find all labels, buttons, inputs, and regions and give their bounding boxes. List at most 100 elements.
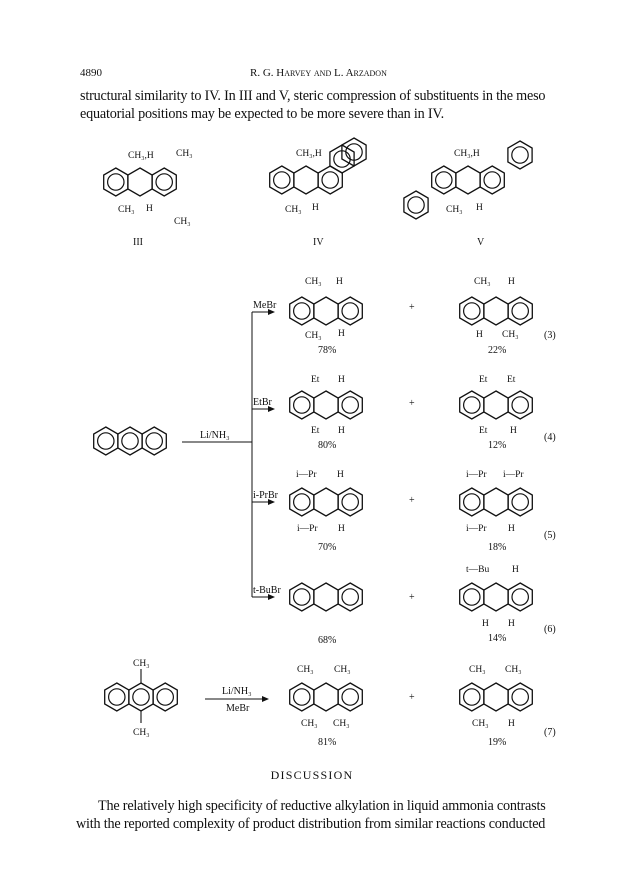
compound-label-iv: IV (313, 237, 324, 248)
product-3a (290, 297, 363, 325)
yield-3b: 22% (488, 345, 506, 356)
p7b-bot-h: H (508, 719, 515, 729)
reagent-etbr: EtBr (253, 397, 273, 408)
reagent-tbubr: t-BuBr (253, 585, 281, 596)
yield-4b: 12% (488, 440, 506, 451)
p5a-bot: i—Pr (297, 524, 318, 534)
equation-number-6: (6) (544, 624, 556, 635)
v-bot-label: CH₃ (446, 205, 463, 215)
plus-6: + (409, 592, 415, 603)
p5b-top: i—Pr (466, 470, 487, 480)
product-7b (460, 683, 533, 711)
discussion-line-2: with the reported complexity of product … (76, 816, 546, 832)
p7a-top: CH₃ (297, 665, 314, 675)
reagent-mebr: MeBr (253, 300, 277, 311)
iv-bot-h-label: H (312, 203, 319, 213)
reagent-iprbr: i-PrBr (253, 490, 279, 501)
discussion-paragraph: The relatively high specificity of reduc… (76, 797, 556, 833)
p6b-top: t—Bu (466, 565, 489, 575)
p6b-bot-h: H (508, 619, 515, 629)
sm7-top: CH₃ (133, 659, 150, 669)
yield-6a: 68% (318, 635, 336, 646)
iii-bot-label-2: CH₃ (174, 217, 191, 227)
anthracene-starting-material (94, 427, 167, 455)
product-4a (290, 391, 363, 419)
p7a-bot-2: CH₃ (333, 719, 350, 729)
yield-3a: 78% (318, 345, 336, 356)
p3a-top: CH₃ (305, 277, 322, 287)
p7b-bot: CH₃ (472, 719, 489, 729)
iii-top-label-2: CH₃ (176, 149, 193, 159)
intro-line-1: structural similarity to IV. In III and … (80, 88, 546, 104)
yield-6b: 14% (488, 633, 506, 644)
p4a-bot-h: H (338, 426, 345, 436)
page-number: 4890 (80, 67, 102, 79)
compound-iv (270, 137, 367, 194)
yield-7b: 19% (488, 737, 506, 748)
product-6b (460, 583, 533, 611)
plus-3: + (409, 302, 415, 313)
yield-7a: 81% (318, 737, 336, 748)
p4a-top-h: H (338, 375, 345, 385)
p4a-bot: Et (311, 426, 320, 436)
discussion-line-1: The relatively high specificity of reduc… (98, 798, 546, 814)
section-heading: DISCUSSION (270, 768, 354, 782)
product-6a (290, 583, 363, 611)
p5b-bot: i—Pr (466, 524, 487, 534)
p4b-top-2: Et (507, 375, 516, 385)
iii-bot-label: CH₃ (118, 205, 135, 215)
v-top-label: CH₃,H (454, 149, 480, 159)
equation-number-4: (4) (544, 432, 556, 443)
p3b-bot: CH₃ (502, 330, 519, 340)
p5a-top-h: H (337, 470, 344, 480)
product-3b (460, 297, 533, 325)
p5b-top-2: i—Pr (503, 470, 524, 480)
yield-5b: 18% (488, 542, 506, 553)
main-condition-label: Li/NH₃ (200, 430, 230, 441)
p3a-bot-h: H (338, 329, 345, 339)
running-title: R. G. Harvey and L. Arzadon (250, 67, 387, 79)
product-5b (460, 488, 533, 516)
p3a-top-h: H (336, 277, 343, 287)
iii-top-label: CH₃,H (128, 151, 154, 161)
eq7-condition-top: Li/NH₃ (222, 686, 252, 697)
p7b-top-2: CH₃ (505, 665, 522, 675)
p4b-top: Et (479, 375, 488, 385)
p7a-bot: CH₃ (301, 719, 318, 729)
p3b-top: CH₃ (474, 277, 491, 287)
plus-7: + (409, 692, 415, 703)
p3b-bot-h: H (476, 330, 483, 340)
p3a-bot: CH₃ (305, 331, 322, 341)
equation-number-5: (5) (544, 530, 556, 541)
equation-number-7: (7) (544, 727, 556, 738)
product-4b (460, 391, 533, 419)
p6b-top-h: H (512, 565, 519, 575)
plus-4: + (409, 398, 415, 409)
compound-iii (104, 168, 177, 196)
starting-material-7 (105, 683, 178, 711)
p5b-bot-h: H (508, 524, 515, 534)
p6b-bot: H (482, 619, 489, 629)
intro-line-2: equatorial positions may be expected to … (80, 106, 444, 122)
p4b-bot-h: H (510, 426, 517, 436)
iv-top-label: CH₃,H (296, 149, 322, 159)
plus-5: + (409, 495, 415, 506)
product-5a (290, 488, 363, 516)
equation-number-3: (3) (544, 330, 556, 341)
p7b-top: CH₃ (469, 665, 486, 675)
p5a-bot-h: H (338, 524, 345, 534)
iv-bot-label: CH₃ (285, 205, 302, 215)
yield-4a: 80% (318, 440, 336, 451)
p5a-top: i—Pr (296, 470, 317, 480)
yield-5a: 70% (318, 542, 336, 553)
eq7-condition-bot: MeBr (226, 703, 250, 714)
iii-bot-h-label: H (146, 204, 153, 214)
sm7-bot: CH₃ (133, 728, 150, 738)
p4b-bot: Et (479, 426, 488, 436)
intro-paragraph: structural similarity to IV. In III and … (80, 87, 550, 123)
product-7a (290, 683, 363, 711)
p4a-top: Et (311, 375, 320, 385)
p3b-top-h: H (508, 277, 515, 287)
compound-label-iii: III (133, 237, 143, 248)
